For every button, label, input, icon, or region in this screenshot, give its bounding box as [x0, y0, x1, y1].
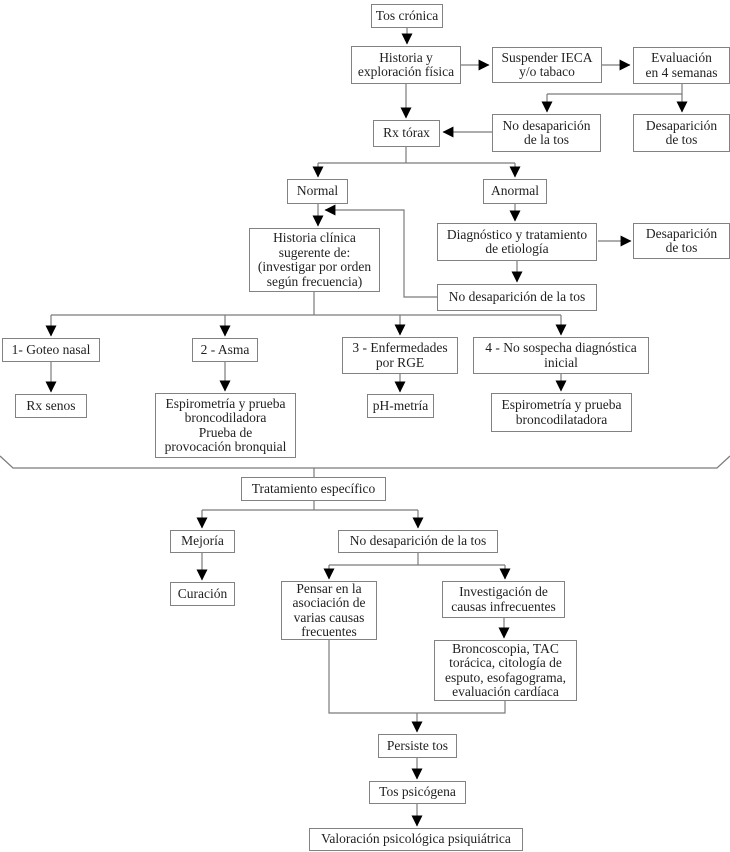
node-espirometria-prueba-1: Espirometría y prueba broncodiladora Pru… — [155, 393, 296, 458]
node-diagnostico-tratamiento: Diagnóstico y tratamiento de etiología — [437, 223, 597, 261]
node-rx-torax: Rx tórax — [373, 120, 440, 147]
node-rx-senos: Rx senos — [15, 394, 87, 418]
node-espirometria-prueba-2: Espirometría y prueba broncodilatadora — [491, 393, 632, 432]
node-suspender-ieca: Suspender IECA y/o tabaco — [492, 47, 602, 83]
node-desaparicion-tos-2: Desaparición de tos — [633, 223, 730, 259]
node-goteo-nasal: 1- Goteo nasal — [2, 338, 100, 362]
node-persiste-tos: Persiste tos — [378, 734, 457, 758]
node-ph-metria: pH-metría — [367, 394, 434, 418]
node-desaparicion-tos-1: Desaparición de tos — [633, 114, 730, 152]
node-no-desaparicion-tos-2: No desaparición de la tos — [437, 284, 597, 311]
node-asma: 2 - Asma — [192, 338, 258, 362]
node-curacion: Curación — [170, 582, 235, 606]
node-anormal: Anormal — [483, 179, 547, 204]
node-tos-cronica: Tos crónica — [371, 4, 443, 28]
brace — [0, 455, 730, 469]
node-broncoscopia-tac: Broncoscopia, TAC torácica, citología de… — [434, 640, 577, 701]
node-no-desaparicion-tos-1: No desaparición de la tos — [492, 114, 601, 152]
node-no-sospecha-diagnostica: 4 - No sospecha diagnóstica inicial — [473, 337, 649, 374]
node-historia-exploracion: Historia y exploración física — [351, 46, 461, 84]
node-enfermedades-rge: 3 - Enfermedades por RGE — [342, 337, 458, 374]
node-tos-psicogena: Tos psicógena — [369, 781, 466, 804]
node-no-desaparicion-tos-3: No desaparición de la tos — [338, 530, 498, 553]
node-pensar-asociacion: Pensar en la asociación de varias causas… — [281, 581, 377, 640]
node-valoracion-psicologica: Valoración psicológica psiquiátrica — [309, 828, 523, 851]
node-mejoria: Mejoría — [170, 530, 235, 553]
node-evaluacion-4-semanas: Evaluación en 4 semanas — [633, 47, 730, 84]
node-tratamiento-especifico: Tratamiento específico — [241, 477, 386, 501]
feedback-connector — [324, 204, 437, 298]
node-historia-clinica: Historia clínica sugerente de: (investig… — [249, 228, 380, 292]
node-normal: Normal — [287, 179, 348, 204]
node-investigacion-causas: Investigación de causas infrecuentes — [442, 581, 565, 618]
